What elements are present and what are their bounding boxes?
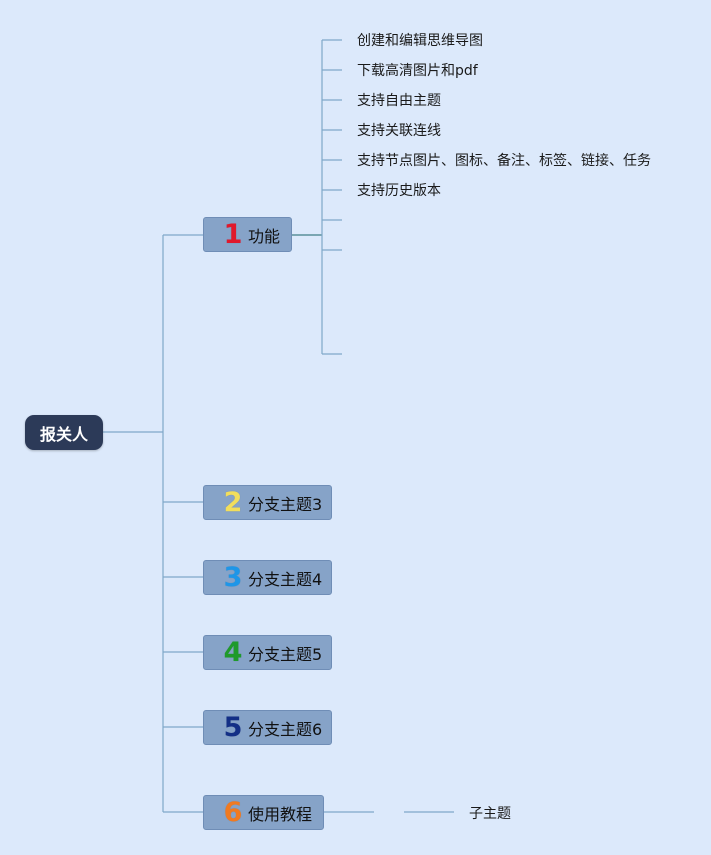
central-topic[interactable]: 报关人 (25, 415, 103, 450)
branch-topic-3[interactable]: 3 分支主题4 (203, 560, 332, 595)
subtopic[interactable]: 支持历史版本 (357, 183, 441, 199)
branch-label: 使用教程 (248, 804, 313, 824)
subtopic[interactable]: 创建和编辑思维导图 (357, 33, 483, 49)
subtopic[interactable]: 下载高清图片和pdf (357, 63, 478, 79)
branch-topic-5[interactable]: 5 分支主题6 (203, 710, 332, 745)
branch-topic-1[interactable]: 1 功能 (203, 217, 292, 252)
branch-label: 分支主题4 (248, 569, 323, 589)
number-6-icon: 6 (223, 797, 243, 828)
subtopic[interactable]: 子主题 (469, 806, 511, 822)
number-1-icon: 1 (223, 219, 243, 250)
central-topic-label: 报关人 (39, 424, 88, 444)
branch-topic-4[interactable]: 4 分支主题5 (203, 635, 332, 670)
number-2-icon: 2 (223, 487, 243, 518)
branch-topic-6[interactable]: 6 使用教程 (203, 795, 324, 830)
number-4-icon: 4 (223, 637, 243, 668)
subtopic[interactable]: 支持自由主题 (357, 93, 441, 109)
branch-label: 分支主题5 (248, 644, 323, 664)
number-3-icon: 3 (223, 562, 243, 593)
branch-label: 分支主题3 (248, 494, 323, 514)
subtopic[interactable]: 支持关联连线 (357, 123, 441, 139)
branch-label: 功能 (248, 226, 281, 246)
branch-topic-2[interactable]: 2 分支主题3 (203, 485, 332, 520)
branch-label: 分支主题6 (248, 719, 323, 739)
subtopic[interactable]: 支持节点图片、图标、备注、标签、链接、任务 (357, 153, 651, 169)
number-5-icon: 5 (223, 712, 243, 743)
